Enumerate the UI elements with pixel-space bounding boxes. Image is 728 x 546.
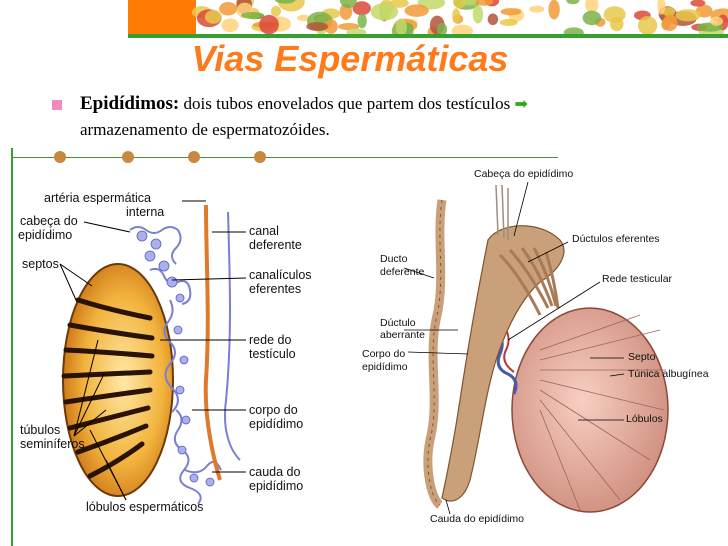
label-cauda-epididimo: Cauda do epidídimo xyxy=(430,513,524,525)
label-corpo-epididimo: epidídimo xyxy=(362,361,408,373)
label-septo: Septo xyxy=(628,351,655,363)
label-rede-testicular: Rede testicular xyxy=(602,273,672,285)
label-ductulos: Dúctulos eferentes xyxy=(572,233,660,245)
label-ducto-deferente: deferente xyxy=(380,266,424,278)
label-tunica: Túnica albugínea xyxy=(628,368,709,380)
label-cabeca-epididimo: Cabeça do epidídimo xyxy=(474,168,573,180)
label-corpo-do: Corpo do xyxy=(362,348,405,360)
label-ductulo: Dúctulo xyxy=(380,317,416,329)
label-ducto: Ducto xyxy=(380,253,407,265)
label-aberrante: aberrante xyxy=(380,329,425,341)
label-lobulos-right: Lóbulos xyxy=(626,413,663,425)
